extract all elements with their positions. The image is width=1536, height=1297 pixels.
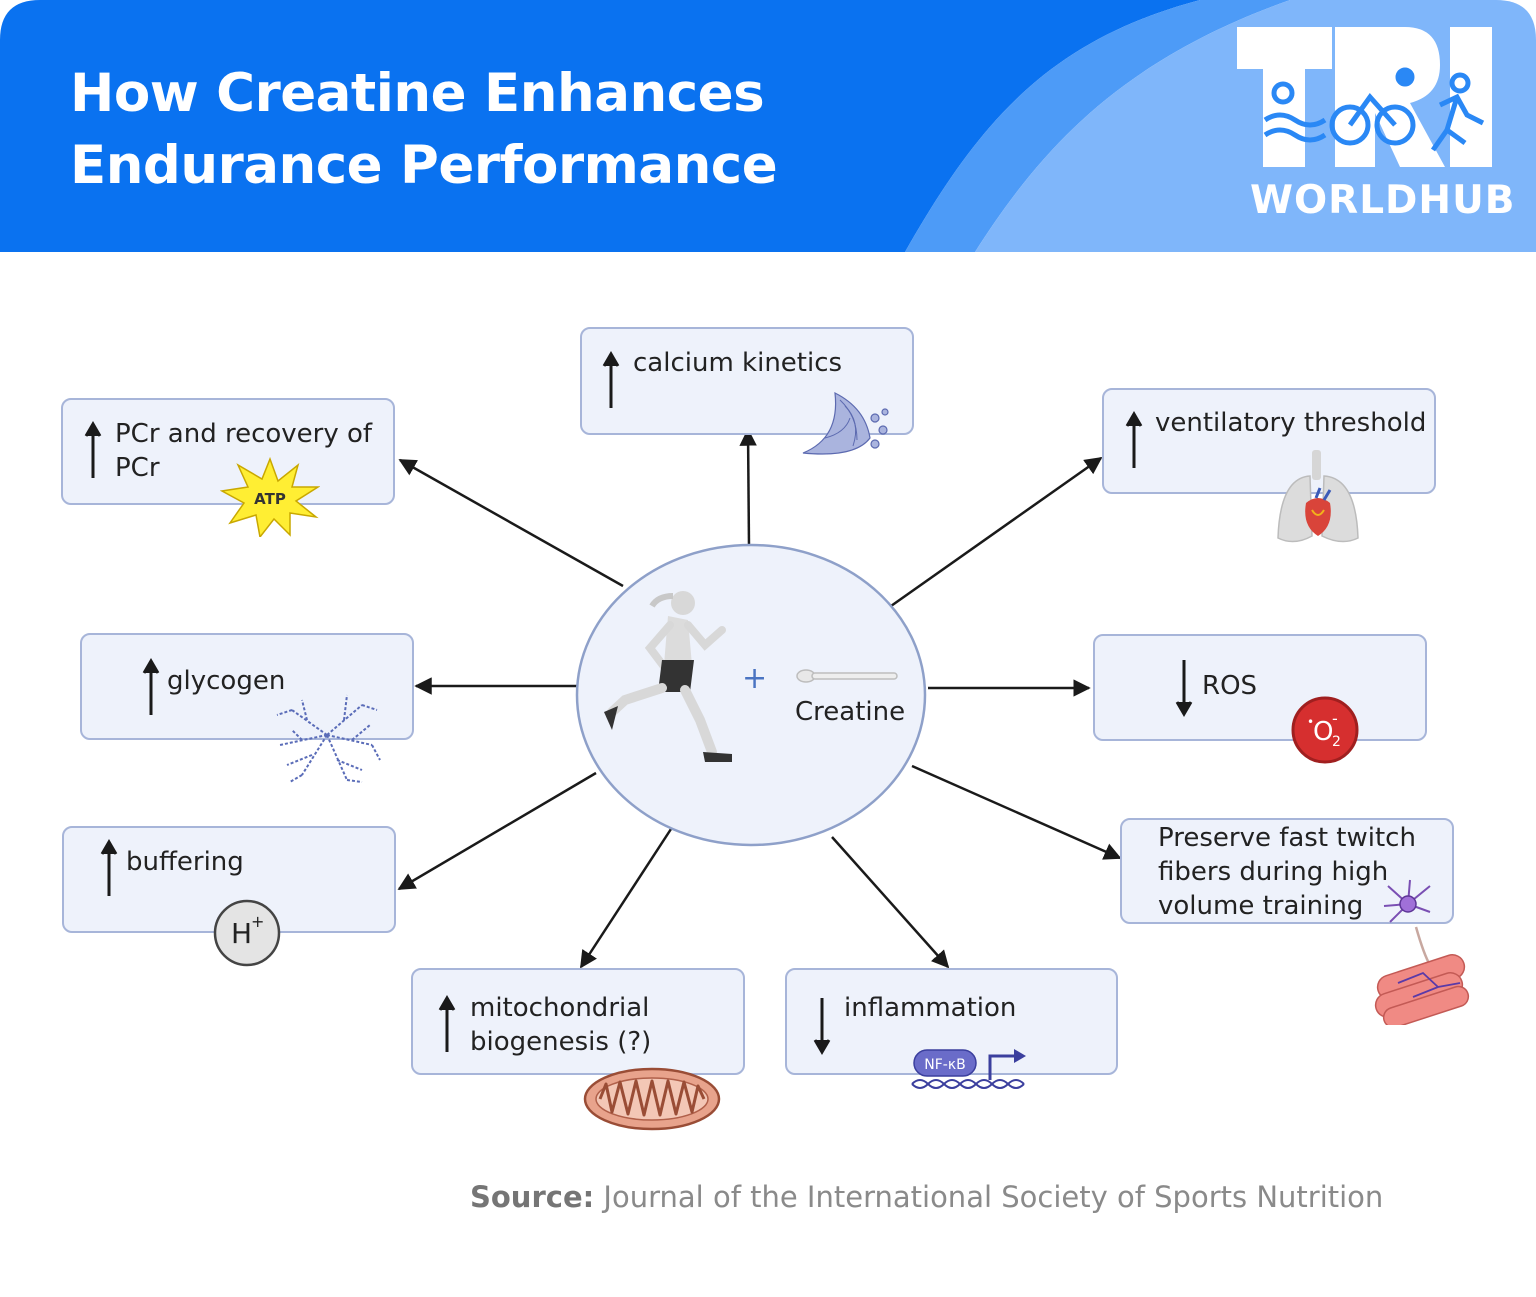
box-ventilatory-threshold bbox=[1102, 388, 1436, 494]
header-banner: How Creatine Enhances Endurance Performa… bbox=[0, 0, 1536, 252]
muscle-fiber-icon bbox=[1374, 926, 1470, 1025]
label-buffering: buffering bbox=[126, 847, 244, 877]
center-circle bbox=[575, 543, 927, 847]
source-prefix: Source: bbox=[470, 1180, 595, 1214]
center-plus: + bbox=[742, 661, 767, 696]
connector-buffering bbox=[397, 771, 597, 891]
logo-wordmark: WORLDHUB bbox=[1250, 178, 1516, 223]
runner-icon bbox=[604, 591, 732, 762]
box-ros bbox=[1093, 634, 1427, 741]
label-mito-line-2: biogenesis (?) bbox=[470, 1027, 652, 1057]
mitochondria-icon bbox=[583, 1067, 721, 1131]
creatine-powder-icon bbox=[796, 669, 898, 683]
atp-label: ATP bbox=[254, 490, 286, 508]
ros-badge-sub: 2 bbox=[1332, 734, 1341, 750]
label-pcr-recovery: PCr and recovery of PCr bbox=[115, 417, 372, 485]
ros-badge-dot: • bbox=[1307, 715, 1314, 729]
box-pcr-recovery bbox=[61, 398, 395, 505]
hydrogen-ion-icon: H + bbox=[213, 899, 281, 967]
nfkb-dna-icon: NF-κB bbox=[911, 1049, 1026, 1089]
sarcoplasmic-reticulum-icon bbox=[802, 391, 889, 455]
label-pcr-line-1: PCr and recovery of bbox=[115, 419, 373, 449]
label-fibers-line-1: Preserve fast twitch bbox=[1158, 823, 1416, 853]
label-fast-twitch-fibers: Preserve fast twitch fibers during high … bbox=[1158, 821, 1416, 923]
title-line-1: How Creatine Enhances bbox=[70, 63, 765, 124]
arrow-up-icon bbox=[438, 995, 456, 1052]
label-fibers-line-3: volume training bbox=[1158, 891, 1364, 921]
page-title: How Creatine Enhances Endurance Performa… bbox=[70, 58, 778, 202]
connector-inflammation bbox=[831, 836, 950, 969]
box-mitochondrial-biogenesis bbox=[411, 968, 745, 1075]
arrow-up-icon bbox=[84, 421, 102, 478]
arrow-up-icon bbox=[100, 839, 118, 896]
tri-logo-icon bbox=[1237, 27, 1492, 167]
label-fibers-line-2: fibers during high bbox=[1158, 857, 1389, 887]
label-ventilatory-threshold: ventilatory threshold bbox=[1155, 408, 1427, 438]
hydrogen-badge-main: H bbox=[231, 917, 252, 950]
arrow-down-icon bbox=[813, 998, 831, 1055]
center-label: Creatine bbox=[795, 697, 905, 727]
glycogen-molecule-icon bbox=[276, 694, 381, 783]
nfkb-label: NF-κB bbox=[924, 1057, 965, 1073]
arrow-up-icon bbox=[1125, 411, 1143, 468]
box-glycogen bbox=[80, 633, 414, 740]
box-fast-twitch-fibers bbox=[1120, 818, 1454, 924]
lungs-heart-icon bbox=[1277, 450, 1359, 543]
label-ros: ROS bbox=[1202, 671, 1258, 701]
arrow-up-icon bbox=[142, 658, 160, 715]
label-inflammation: inflammation bbox=[844, 993, 1017, 1023]
ros-badge-main: O bbox=[1313, 717, 1333, 747]
arrow-down-icon bbox=[1175, 660, 1193, 717]
label-mito-line-1: mitochondrial bbox=[470, 993, 650, 1023]
connector-calcium bbox=[739, 428, 757, 548]
atp-star-icon: ATP bbox=[220, 457, 320, 537]
label-pcr-line-2: PCr bbox=[115, 453, 160, 483]
connector-mito bbox=[579, 828, 673, 969]
ros-badge-sup: - bbox=[1332, 709, 1338, 728]
connector-pcr bbox=[398, 458, 624, 588]
connector-ventilatory bbox=[890, 456, 1103, 608]
source-citation: Source: Journal of the International Soc… bbox=[470, 1180, 1383, 1214]
label-glycogen: glycogen bbox=[167, 666, 286, 696]
superoxide-icon: • O - 2 bbox=[1291, 696, 1359, 764]
title-line-2: Endurance Performance bbox=[70, 135, 778, 196]
arrow-up-icon bbox=[602, 351, 620, 408]
neuron-icon bbox=[1383, 879, 1431, 923]
hydrogen-badge-sup: + bbox=[251, 912, 264, 931]
label-mitochondrial-biogenesis: mitochondrial biogenesis (?) bbox=[470, 991, 651, 1059]
source-text: Journal of the International Society of … bbox=[594, 1180, 1384, 1214]
label-calcium-kinetics: calcium kinetics bbox=[633, 348, 843, 378]
connector-fibers bbox=[911, 764, 1122, 860]
